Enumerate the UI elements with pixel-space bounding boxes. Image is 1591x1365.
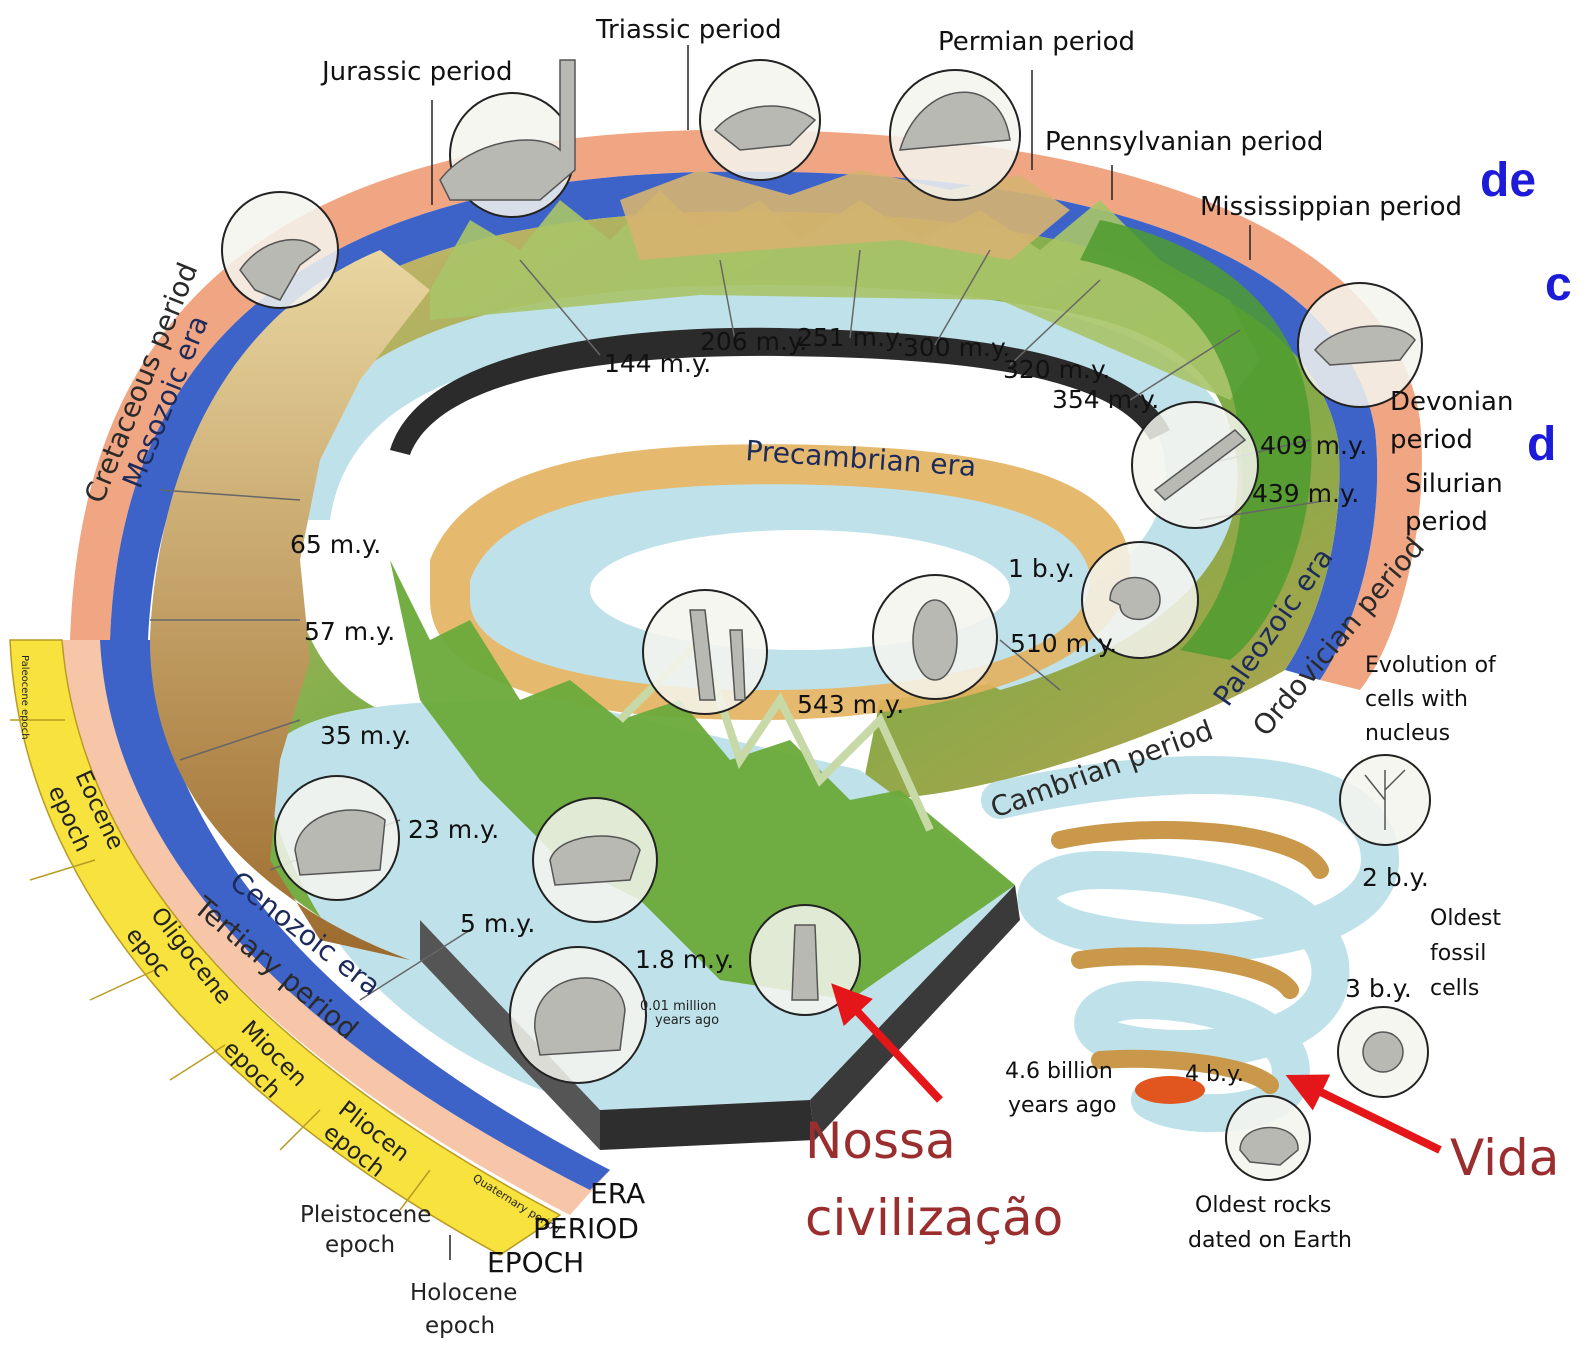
cell-icon — [1363, 1032, 1403, 1072]
mark-543: 543 m.y. — [797, 690, 904, 719]
origin-label-1: 4.6 billion — [1005, 1059, 1113, 1084]
life-annotation: Vida — [1450, 1129, 1559, 1187]
mark-206: 206 m.y. — [700, 327, 807, 356]
mark-2by: 2 b.y. — [1362, 863, 1429, 892]
civilization-annotation-2: civilização — [805, 1189, 1063, 1247]
origin-label-2: years ago — [1008, 1093, 1116, 1118]
mark-510: 510 m.y. — [1010, 629, 1117, 658]
cut-off-text-3: d — [1527, 418, 1556, 471]
civilization-annotation-1: Nossa — [805, 1112, 956, 1170]
mark-439: 439 m.y. — [1252, 479, 1359, 508]
rocks-label-1: Oldest rocks — [1195, 1193, 1331, 1218]
mississippian-label: Mississippian period — [1200, 192, 1462, 222]
fossil-label-1: Oldest — [1430, 906, 1501, 931]
devonian-label-2: period — [1390, 425, 1473, 455]
legend-epoch: EPOCH — [487, 1246, 584, 1279]
mark-1-8: 1.8 m.y. — [635, 945, 734, 974]
pleistocene-label-1: Pleistocene — [300, 1202, 431, 1228]
mark-5: 5 m.y. — [460, 909, 535, 938]
nucleus-label-1: Evolution of — [1365, 653, 1497, 678]
nucleus-label-3: nucleus — [1365, 721, 1450, 746]
permian-label: Permian period — [938, 27, 1135, 57]
pleistocene-label-2: epoch — [325, 1232, 395, 1258]
mark-300: 300 m.y. — [903, 333, 1010, 362]
mark-0-01-2: years ago — [655, 1013, 719, 1028]
mark-65: 65 m.y. — [290, 530, 381, 559]
legend-era: ERA — [590, 1177, 645, 1210]
mark-57: 57 m.y. — [304, 617, 395, 646]
mark-144: 144 m.y. — [604, 349, 711, 378]
silurian-label-2: period — [1405, 507, 1488, 537]
devonian-label-1: Devonian — [1390, 387, 1513, 417]
cut-off-text-2: c — [1545, 258, 1572, 311]
mark-251: 251 m.y. — [797, 323, 904, 352]
nucleus-label-2: cells with — [1365, 687, 1468, 712]
mark-354: 354 m.y. — [1052, 385, 1159, 414]
fossil-label-3: cells — [1430, 976, 1479, 1001]
paleocene-label: Paleocene epoch — [19, 655, 30, 740]
mark-409: 409 m.y. — [1260, 431, 1367, 460]
mark-320: 320 m.y. — [1003, 355, 1110, 384]
holocene-label-1: Holocene — [410, 1280, 517, 1306]
human-icon — [792, 925, 818, 1000]
mark-4by: 4 b.y. — [1185, 1062, 1244, 1087]
trilobite-icon — [913, 600, 957, 680]
silurian-label-1: Silurian — [1405, 469, 1503, 499]
mark-35: 35 m.y. — [320, 721, 411, 750]
mark-23: 23 m.y. — [408, 815, 499, 844]
mark-3by: 3 b.y. — [1345, 974, 1412, 1003]
legend-period: PERIOD — [533, 1212, 639, 1245]
mark-0-01-1: 0.01 million — [640, 999, 716, 1014]
holocene-label-2: epoch — [425, 1313, 495, 1339]
mark-1by: 1 b.y. — [1008, 554, 1075, 583]
jurassic-label: Jurassic period — [320, 57, 512, 87]
triassic-label: Triassic period — [595, 15, 782, 45]
rocks-label-2: dated on Earth — [1188, 1228, 1352, 1253]
fossil-label-2: fossil — [1430, 941, 1486, 966]
pennsylvanian-label: Pennsylvanian period — [1045, 127, 1323, 157]
cut-off-text-1: de — [1480, 154, 1536, 207]
